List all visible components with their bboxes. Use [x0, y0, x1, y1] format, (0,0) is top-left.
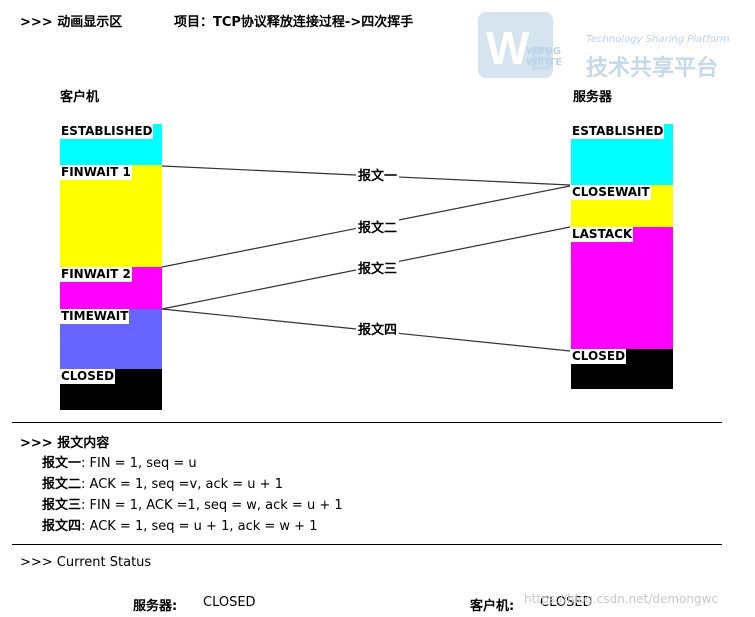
content-line-1-name: 报文一 [42, 456, 82, 471]
content-line-1-text: : FIN = 1, seq = u [81, 456, 197, 471]
message-label-3: 报文三 [356, 258, 400, 277]
watermark-cn-text: 技术共享平台 [586, 56, 719, 81]
content-line-1: 报文一: FIN = 1, seq = u [42, 452, 197, 471]
server-state-4: CLOSED [571, 349, 673, 389]
section-title-contents: >>> 报文内容 [20, 436, 110, 451]
client-state-label-2: FINWAIT 1 [60, 165, 132, 180]
client-state-1: ESTABLISHED [60, 124, 162, 165]
server-state-label-4: CLOSED [571, 349, 627, 364]
watermark-url: https://blog.csdn.net/demongwc [524, 592, 719, 606]
watermark: W B WBUG WRITE Technology Sharing Platfo… [478, 12, 748, 82]
watermark-logo-icon: W B [478, 12, 555, 78]
server-status-label: 服务器: [133, 599, 178, 614]
client-status-label: 客户机: [470, 599, 515, 614]
content-line-4: 报文四: ACK = 1, seq = u + 1, ack = w + 1 [42, 515, 317, 534]
message-lines [161, 165, 571, 352]
client-state-3: FINWAIT 2 [60, 267, 162, 309]
project-title: 项目：TCP协议释放连接过程->四次挥手 [174, 15, 414, 30]
message-label-4: 报文四 [356, 319, 400, 338]
server-state-label-2: CLOSEWAIT [571, 185, 651, 200]
content-line-4-name: 报文四 [42, 519, 82, 534]
server-state-3: LASTACK [571, 227, 673, 349]
client-state-label-5: CLOSED [60, 369, 116, 384]
server-state-2: CLOSEWAIT [571, 185, 673, 227]
content-line-4-text: : ACK = 1, seq = u + 1, ack = w + 1 [81, 519, 318, 534]
svg-text:B: B [530, 40, 555, 78]
content-line-3-name: 报文三 [42, 498, 82, 513]
client-state-label-4: TIMEWAIT [60, 309, 130, 324]
svg-text:W: W [486, 22, 530, 74]
message-label-1: 报文一 [356, 165, 400, 184]
client-state-label-3: FINWAIT 2 [60, 267, 132, 282]
server-status-value: CLOSED [203, 595, 256, 610]
content-line-3: 报文三: FIN = 1, ACK =1, seq = w, ack = u +… [42, 494, 343, 513]
client-state-label-1: ESTABLISHED [60, 124, 154, 139]
watermark-tagline: Technology Sharing Platform [586, 34, 730, 45]
server-state-label-3: LASTACK [571, 227, 634, 242]
divider-1 [12, 422, 722, 423]
server-title: 服务器 [573, 90, 613, 105]
content-line-3-text: : FIN = 1, ACK =1, seq = w, ack = u + 1 [81, 498, 343, 513]
client-title: 客户机 [60, 90, 100, 105]
client-state-4: TIMEWAIT [60, 309, 162, 369]
watermark-logo-text: WBUG WRITE [526, 46, 563, 68]
section-title-animation: >>> 动画显示区 [20, 15, 123, 30]
client-state-5: CLOSED [60, 369, 162, 410]
content-line-2-name: 报文二 [42, 477, 82, 492]
divider-2 [12, 544, 722, 545]
server-state-label-1: ESTABLISHED [571, 124, 665, 139]
content-line-2-text: : ACK = 1, seq =v, ack = u + 1 [81, 477, 283, 492]
client-status-value: CLOSED [540, 595, 593, 610]
server-state-1: ESTABLISHED [571, 124, 673, 185]
section-title-status: >>> Current Status [20, 555, 152, 570]
message-label-2: 报文二 [356, 217, 400, 236]
client-state-2: FINWAIT 1 [60, 165, 162, 267]
content-line-2: 报文二: ACK = 1, seq =v, ack = u + 1 [42, 473, 283, 492]
